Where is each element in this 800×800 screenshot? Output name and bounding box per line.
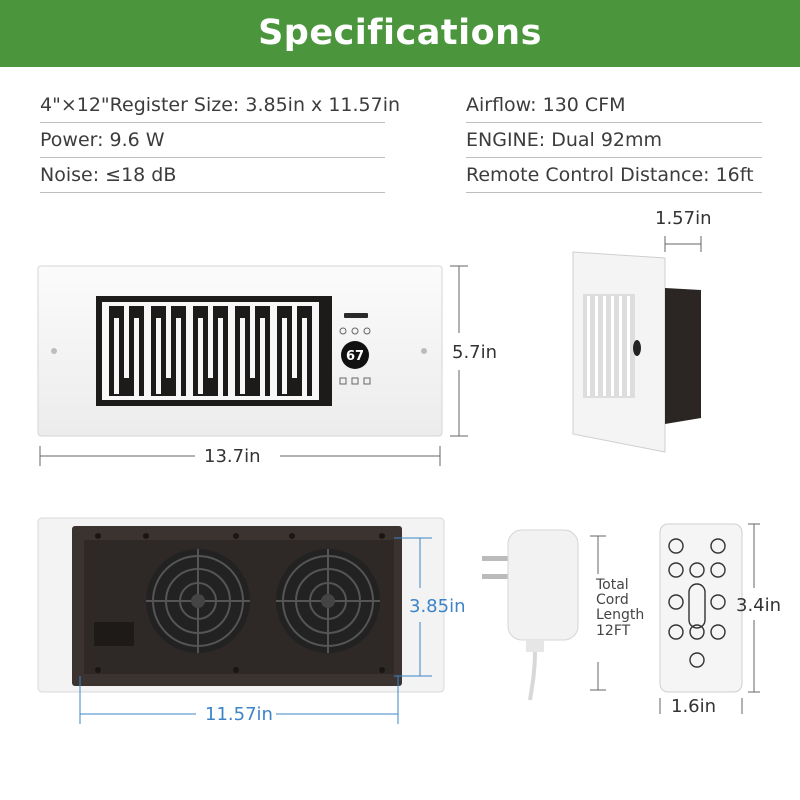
spec-power: Power: 9.6 W — [40, 123, 385, 158]
remote-sleep-icon — [689, 652, 705, 668]
spec-noise: Noise: ≤18 dB — [40, 158, 385, 193]
spec-remote-distance: Remote Control Distance: 16ft — [466, 158, 762, 193]
cord-label-line4: 12FT — [596, 623, 631, 639]
cord-label-line2: Cord — [596, 592, 629, 608]
cord-label-line3: Length — [596, 607, 645, 623]
remote-unit-icon — [689, 624, 705, 640]
housing-screws — [95, 533, 385, 673]
plug-prong-top — [482, 556, 512, 561]
spec-register-size: 4"×12"Register Size: 3.85in x 11.57in — [40, 88, 400, 123]
fan-right — [276, 549, 380, 653]
remote-fan-rocker — [688, 583, 706, 629]
plug-prong-bottom — [482, 574, 512, 579]
remote-heat-icon — [710, 562, 726, 578]
adapter-body — [507, 529, 579, 641]
side-view-illustration — [572, 236, 702, 453]
remote-lock-icon — [710, 624, 726, 640]
front-height-label: 5.7in — [452, 342, 498, 363]
display-temperature: 67 — [346, 349, 364, 364]
bottom-view-illustration — [37, 517, 445, 724]
remote-width-label: 1.6in — [671, 696, 717, 717]
remote-height-label: 3.4in — [736, 595, 782, 616]
side-grille — [583, 294, 635, 398]
bottom-touch-buttons — [339, 377, 371, 385]
remote-timer-icon — [710, 594, 726, 610]
front-width-label: 13.7in — [204, 446, 261, 467]
power-cord — [528, 651, 537, 701]
power-adapter-illustration — [482, 529, 579, 701]
side-display — [633, 340, 641, 356]
bottom-width-label: 11.57in — [205, 704, 273, 725]
side-fan-housing — [665, 288, 701, 424]
remote-power-icon — [668, 538, 684, 554]
status-light-bar — [344, 313, 368, 318]
remote-mute-icon — [668, 624, 684, 640]
header-banner: Specifications — [0, 0, 800, 67]
front-view-illustration: 67 — [37, 265, 468, 466]
remote-body — [659, 523, 743, 693]
grille-slats — [102, 302, 319, 400]
cord-strain-relief — [526, 640, 544, 652]
display-screen — [341, 341, 369, 369]
remote-brightness-icon — [710, 538, 726, 554]
remote-temp-icon — [668, 594, 684, 610]
side-depth-label: 1.57in — [655, 208, 712, 229]
screw-left — [51, 348, 57, 354]
label-plate — [94, 622, 134, 646]
spec-airflow: Airflow: 130 CFM — [466, 88, 762, 123]
remote-mode-icon — [668, 562, 684, 578]
page-title: Specifications — [258, 13, 542, 53]
fan-left — [146, 549, 250, 653]
remote-snowflake-icon — [689, 562, 705, 578]
cord-dim-marker — [590, 535, 606, 691]
remote-control-illustration — [659, 523, 760, 714]
cord-label-line1: Total — [596, 577, 629, 593]
spec-engine: ENGINE: Dual 92mm — [466, 123, 762, 158]
bottom-height-label: 3.85in — [409, 596, 466, 617]
screw-right — [421, 348, 427, 354]
top-touch-buttons — [339, 327, 371, 335]
